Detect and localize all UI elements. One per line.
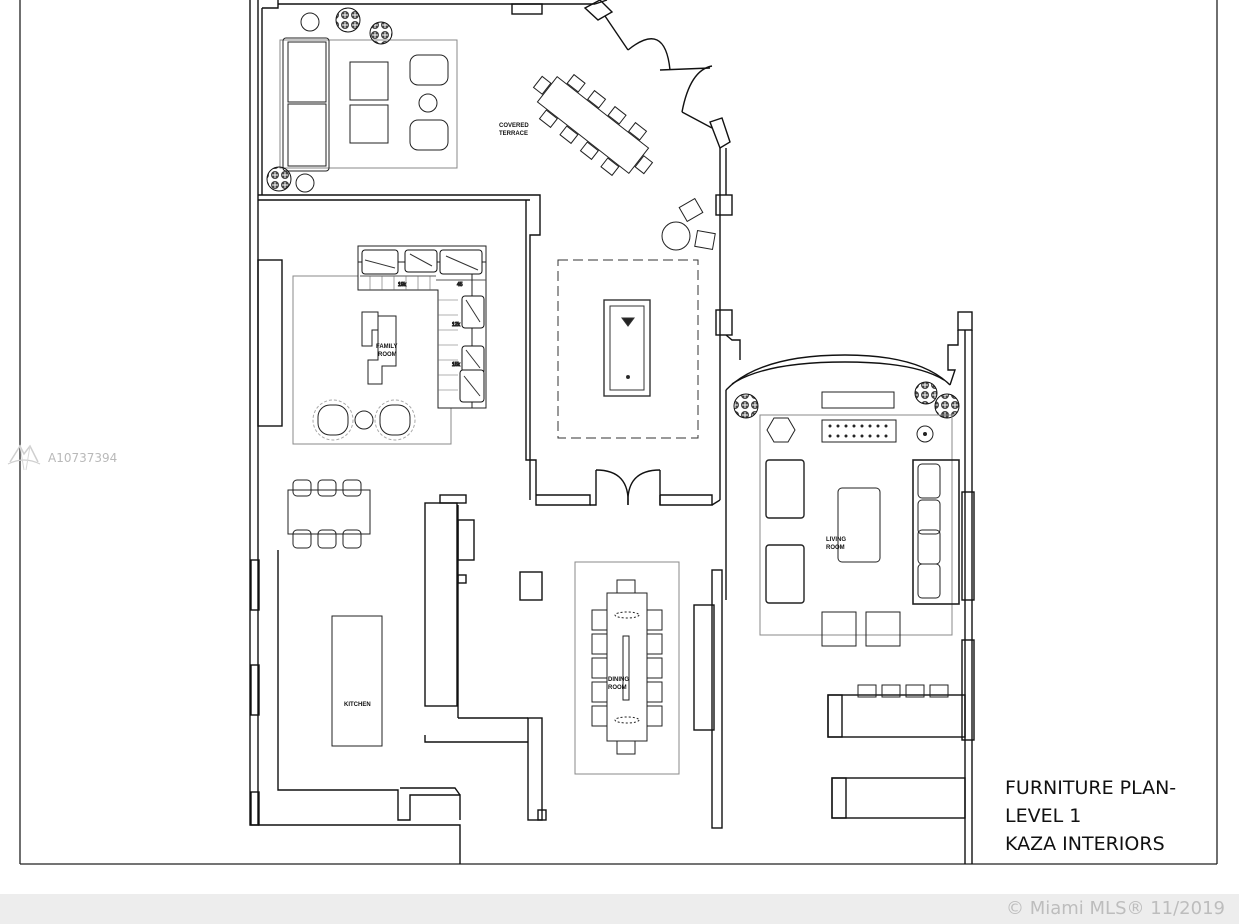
sofa-dim-3: 12k [452, 322, 461, 328]
living-furniture [759, 391, 960, 698]
terrace-lounge [279, 12, 458, 193]
bistro-set [661, 197, 716, 251]
listing-watermark: A10737394 [6, 440, 117, 476]
walls [249, 0, 975, 864]
plan-title-line-1: FURNITURE PLAN- [1005, 777, 1176, 799]
kitchen-furniture [287, 479, 383, 747]
plan-title-line-2: LEVEL 1 [1005, 805, 1081, 827]
plan-title-line-3: KAZA INTERIORS [1005, 833, 1165, 855]
dining-room-label-1: DINING [608, 677, 629, 683]
covered-terrace-label-1: COVERED [499, 123, 529, 129]
game-room [557, 259, 699, 439]
dining-furniture [574, 561, 680, 775]
listing-id: A10737394 [48, 451, 118, 465]
sofa-dim-1: 19k [398, 282, 407, 288]
terrace-dining-set [532, 73, 654, 177]
living-room-label-2: ROOM [826, 545, 845, 551]
family-room-label-2: ROOM [378, 352, 397, 358]
covered-terrace-label-2: TERRACE [499, 131, 528, 137]
kitchen-label: KITCHEN [344, 702, 371, 708]
dining-room-label-2: ROOM [608, 685, 627, 691]
plants [266, 7, 960, 419]
plan-title: FURNITURE PLAN- LEVEL 1 KAZA INTERIORS [1005, 777, 1176, 855]
mls-logo-icon [7, 444, 41, 471]
family-room-furniture: 19k 45 12k 15k [292, 245, 487, 445]
sofa-dim-4: 15k [452, 362, 461, 368]
room-labels: COVERED TERRACE FAMILY ROOM LIVING ROOM … [344, 123, 846, 708]
footer-bar: © Miami MLS® 11/2019 [0, 894, 1239, 924]
plan-frame [19, 0, 1218, 865]
living-room-label-1: LIVING [826, 537, 846, 543]
family-room-label-1: FAMILY [376, 344, 397, 350]
sofa-dim-2: 45 [457, 282, 463, 288]
copyright-text: © Miami MLS® 11/2019 [1005, 898, 1225, 919]
